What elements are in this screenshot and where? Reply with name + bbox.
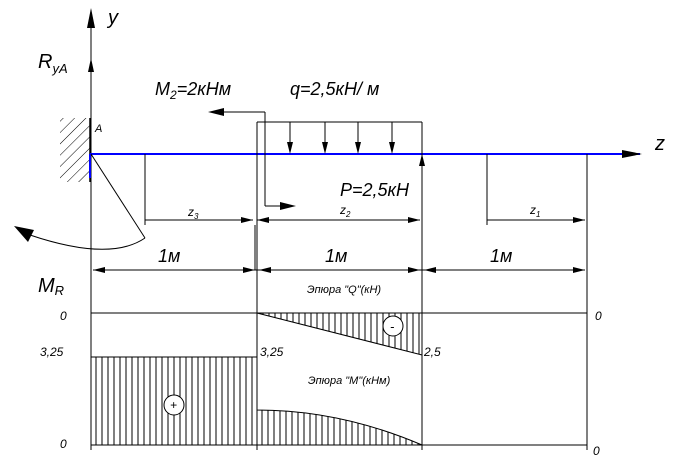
z1-label: z1 [529,203,540,219]
q-diagram: Эпюра "Q"(кН) 0 0 2,5 - [60,284,602,359]
q-diagram-title: Эпюра "Q"(кН) [307,284,381,296]
m-zero-left: 0 [60,437,67,451]
load-arrow [287,122,293,154]
m-diagram: Эпюра "M"(кНм) 3,25 3,25 0 0 + [40,345,600,458]
m-sign: + [170,398,177,412]
reaction-moment-label: MR [38,275,64,298]
moment-m2: M2=2кНм [155,79,296,210]
q-shape [256,312,423,356]
m-sign-circle [163,394,185,416]
span-label-2: 1м [325,246,347,266]
load-arrow [389,122,395,154]
z-axis: z [622,133,665,158]
distributed-load-label: q=2,5кН/ м [290,79,379,99]
z2-label: z2 [339,203,351,219]
z-axis-label: z [654,133,665,155]
y-axis-label: y [106,7,119,29]
q-zero-left: 0 [60,309,67,323]
q-sign-circle [382,315,404,337]
point-load: P=2,5кН [340,154,425,200]
wall-support [60,118,91,182]
q-zero-right: 0 [595,309,602,323]
q-value-end: 2,5 [423,345,441,359]
z1-dimension: z1 [487,203,585,223]
support-label-a: A [94,123,102,135]
point-load-label: P=2,5кН [340,180,410,200]
reaction-ryA: RyA [38,51,94,118]
q-sign: - [390,319,395,334]
moment-label: M2=2кНм [155,79,231,102]
span-dimensions: 1м 1м 1м [93,246,585,273]
reaction-moment: MR [14,153,146,298]
z3-label: z3 [187,205,199,221]
span-label-1: 1м [158,246,180,266]
load-arrow [355,122,361,154]
span-label-3: 1м [490,246,512,266]
m-zero-right: 0 [593,444,600,458]
load-arrow [322,122,328,154]
z3-dimension: z3 [145,205,253,223]
reaction-label: RyA [38,51,68,76]
m-hatch [95,357,419,445]
m-diagram-title: Эпюра "M"(кНм) [308,375,391,387]
z2-dimension: z2 [257,203,420,223]
distributed-load: q=2,5кН/ м [256,79,423,154]
m-value-left: 3,25 [40,345,64,359]
load-arrows [287,122,395,154]
m-value-mid: 3,25 [260,345,284,359]
